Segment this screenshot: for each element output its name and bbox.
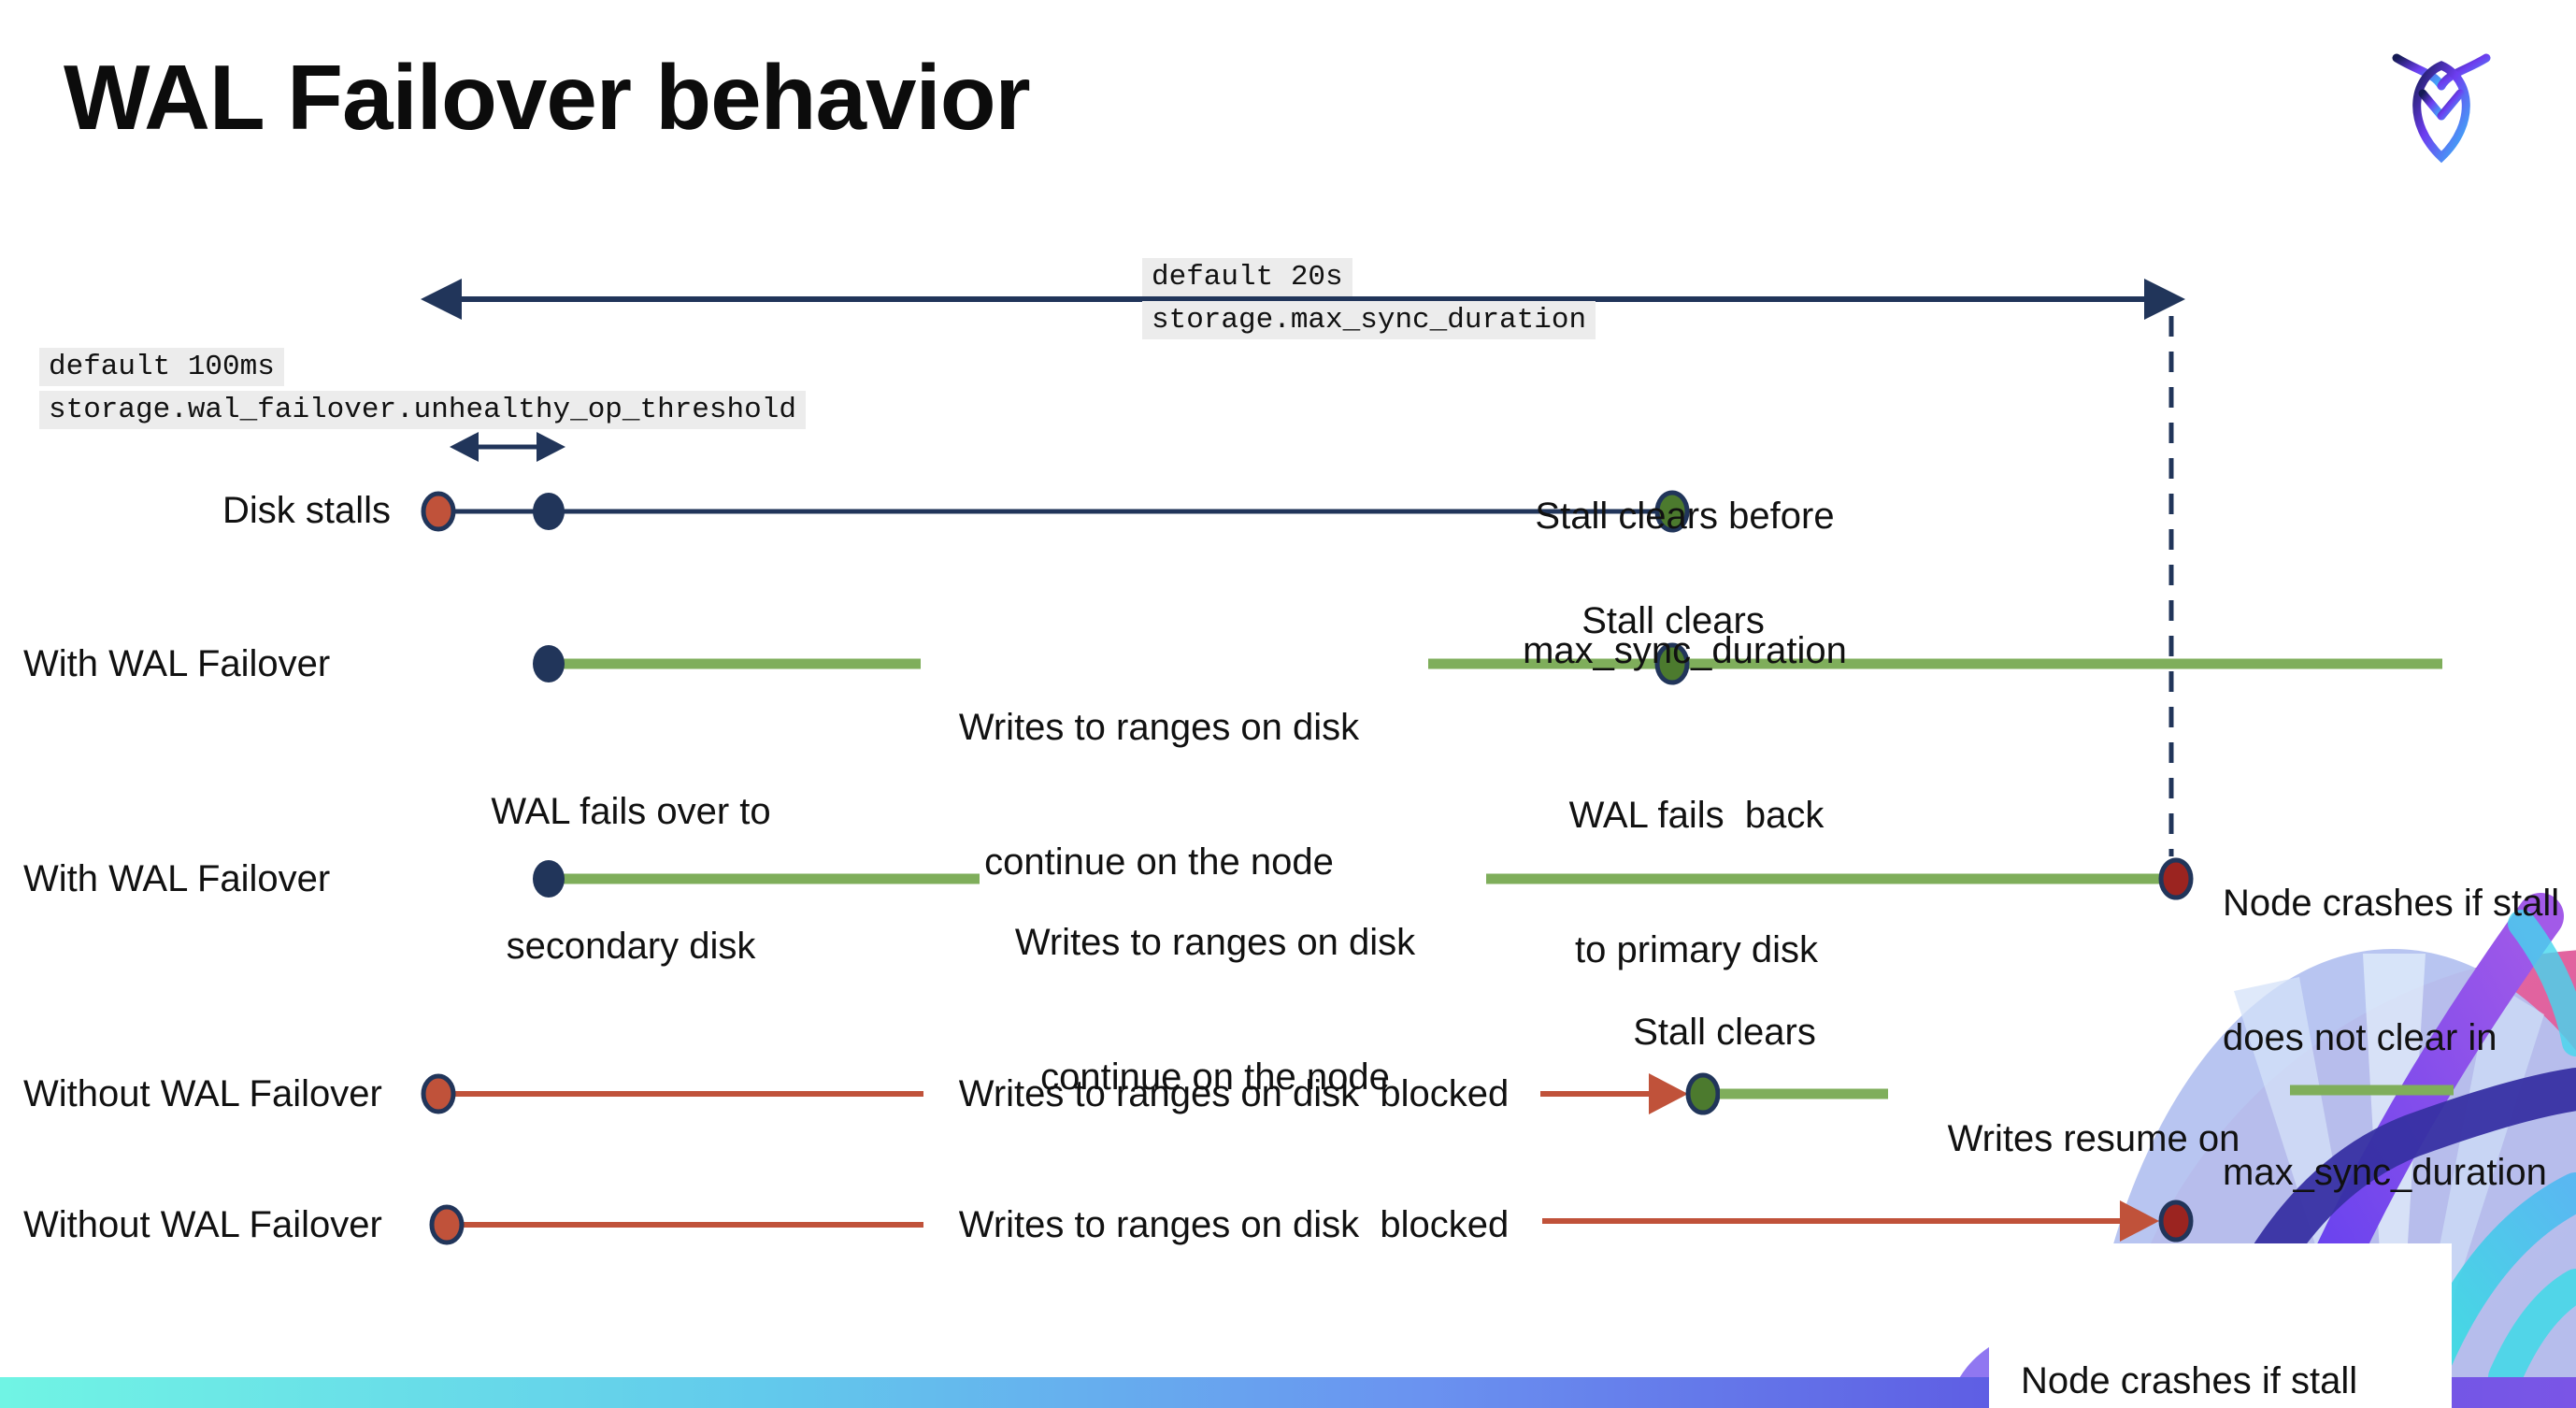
- art-cyan-arc: [2488, 1269, 2576, 1377]
- node-crash-callout-box: Node crashes if stall does not clear in …: [1989, 1243, 2452, 1408]
- failback-note: WAL fails back to primary disk: [1568, 795, 1825, 970]
- node-crash-dot: [2158, 857, 2194, 900]
- node-crash-note: Node crashes if stall does not clear in …: [2223, 883, 2560, 1193]
- stall-start-dot: [421, 1073, 456, 1114]
- threshold-setting-callout: storage.wal_failover.unhealthy_op_thresh…: [39, 391, 806, 429]
- stall-clears-dot: [1685, 1072, 1721, 1115]
- row-label-without-wal-failover: Without WAL Failover: [23, 1204, 382, 1245]
- threshold-default-callout: default 100ms: [39, 348, 284, 386]
- max-sync-default-callout: default 20s: [1142, 258, 1352, 296]
- row-label-with-wal-failover: With WAL Failover: [23, 858, 331, 899]
- writes-continue-note: Writes to ranges on disk continue on the…: [958, 707, 1360, 883]
- cockroachdb-logo-icon: [2392, 53, 2491, 164]
- stall-clears-before-note: Stall clears before max_sync_duration: [1523, 496, 1847, 671]
- arrow-head-left-icon: [450, 432, 479, 462]
- threshold-dot: [533, 493, 565, 530]
- failover-note: WAL fails over to secondary disk: [491, 791, 771, 967]
- writes-blocked-note: Writes to ranges on disk blocked: [958, 1204, 1510, 1245]
- stall-clears-note: Stall clears: [1581, 600, 1765, 641]
- row-label-without-wal-failover: Without WAL Failover: [23, 1073, 382, 1114]
- row-label-with-wal-failover: With WAL Failover: [23, 643, 331, 684]
- arrow-head-right-icon: [2144, 279, 2185, 320]
- writes-continue-note: Writes to ranges on disk continue on the…: [1014, 922, 1416, 1098]
- failover-dot: [533, 645, 565, 682]
- stall-clears-note: Stall clears: [1633, 1012, 1816, 1053]
- writes-blocked-note: Writes to ranges on disk blocked: [958, 1073, 1510, 1114]
- arrow-head-right-icon: [1649, 1073, 1688, 1114]
- stall-start-dot: [421, 491, 456, 532]
- page-title: WAL Failover behavior: [64, 46, 1031, 149]
- arrow-head-right-icon: [537, 432, 565, 462]
- node-crash-note: Node crashes if stall does not clear in …: [2021, 1360, 2358, 1401]
- arrow-head-left-icon: [421, 279, 462, 320]
- stall-start-dot: [429, 1204, 465, 1245]
- max-sync-setting-callout: storage.max_sync_duration: [1142, 301, 1596, 339]
- row-label-disk-stalls: Disk stalls: [222, 490, 391, 531]
